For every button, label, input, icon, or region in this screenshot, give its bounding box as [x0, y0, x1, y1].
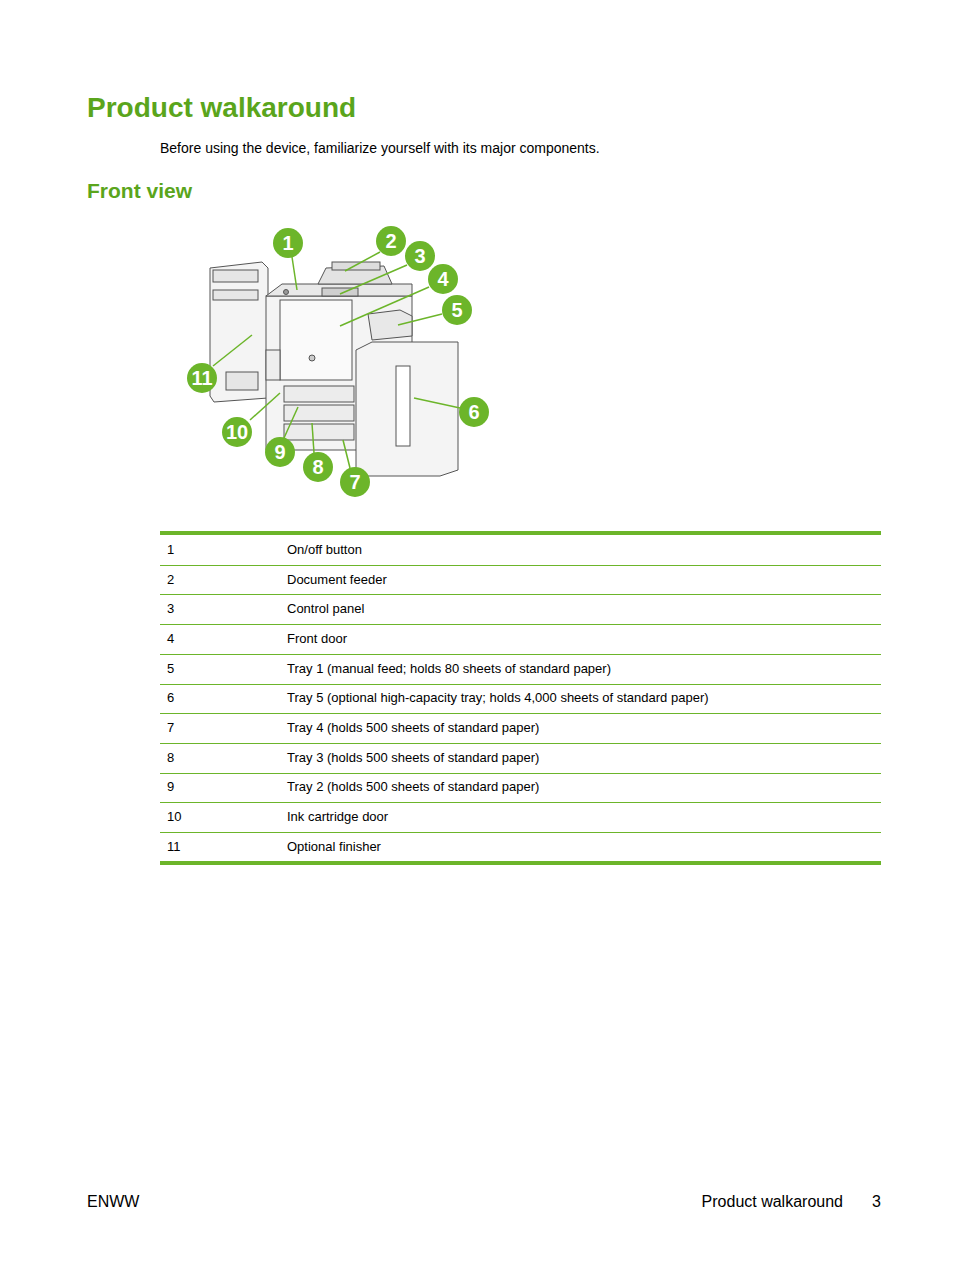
- callout-number: 5: [442, 295, 472, 325]
- ink-door: [266, 350, 280, 380]
- row-rule: [160, 713, 881, 714]
- tray-4: [284, 424, 354, 440]
- callout-number: 3: [405, 241, 435, 271]
- section-heading: Front view: [87, 179, 192, 203]
- footer-text: Product walkaround: [702, 1193, 843, 1211]
- table-cell: 10: [167, 809, 181, 825]
- table-cell: Document feeder: [287, 572, 387, 588]
- table-cell: 1: [167, 542, 174, 558]
- callout-number: 1: [273, 228, 303, 258]
- scanner-top: [266, 284, 412, 296]
- tray-5-window: [396, 366, 410, 446]
- logo: [309, 355, 315, 361]
- table-cell: Control panel: [287, 601, 364, 617]
- row-rule: [160, 802, 881, 803]
- table-cell: Tray 4 (holds 500 sheets of standard pap…: [287, 720, 539, 736]
- table-cell: 5: [167, 661, 174, 677]
- tray-5: [356, 342, 458, 476]
- page-number: 3: [872, 1193, 881, 1211]
- table-cell: Tray 1 (manual feed; holds 80 sheets of …: [287, 661, 611, 677]
- callout-number: 6: [459, 397, 489, 427]
- row-rule: [160, 743, 881, 744]
- table-cell: 2: [167, 572, 174, 588]
- tray-2: [284, 386, 354, 402]
- table-cell: Tray 2 (holds 500 sheets of standard pap…: [287, 779, 539, 795]
- table-cell: 7: [167, 720, 174, 736]
- row-rule: [160, 654, 881, 655]
- callout-number: 2: [376, 226, 406, 256]
- table-cell: Optional finisher: [287, 839, 381, 855]
- table-cell: Tray 3 (holds 500 sheets of standard pap…: [287, 750, 539, 766]
- table-cell: Ink cartridge door: [287, 809, 388, 825]
- power-button: [284, 290, 289, 295]
- table-cell: Tray 5 (optional high-capacity tray; hol…: [287, 690, 709, 706]
- page-title: Product walkaround: [87, 92, 356, 124]
- table-cell: 3: [167, 601, 174, 617]
- table-cell: 6: [167, 690, 174, 706]
- front-door: [280, 300, 352, 380]
- row-rule: [160, 624, 881, 625]
- finisher: [210, 262, 268, 402]
- intro-text: Before using the device, familiarize you…: [160, 140, 600, 156]
- row-rule: [160, 684, 881, 685]
- callout-number: 10: [222, 417, 252, 447]
- footer-text: ENWW: [87, 1193, 139, 1211]
- finisher-base: [226, 372, 258, 390]
- feeder-tray: [332, 262, 380, 270]
- finisher-bin: [213, 270, 258, 282]
- leader-lines: [213, 252, 460, 468]
- table-cell: 8: [167, 750, 174, 766]
- table-cell: 4: [167, 631, 174, 647]
- table-cell: On/off button: [287, 542, 362, 558]
- finisher-bin: [213, 290, 258, 300]
- row-rule: [160, 594, 881, 595]
- callout-number: 11: [187, 363, 217, 393]
- tray-1: [368, 310, 412, 340]
- table-rules: [160, 531, 881, 865]
- table-cell: Front door: [287, 631, 347, 647]
- table-cell: 11: [167, 839, 181, 855]
- callout-number: 7: [340, 467, 370, 497]
- row-rule: [160, 565, 881, 566]
- row-rule: [160, 773, 881, 774]
- row-rule: [160, 832, 881, 833]
- callout-number: 4: [428, 264, 458, 294]
- callout-number: 8: [303, 452, 333, 482]
- table-cell: 9: [167, 779, 174, 795]
- callout-number: 9: [265, 437, 295, 467]
